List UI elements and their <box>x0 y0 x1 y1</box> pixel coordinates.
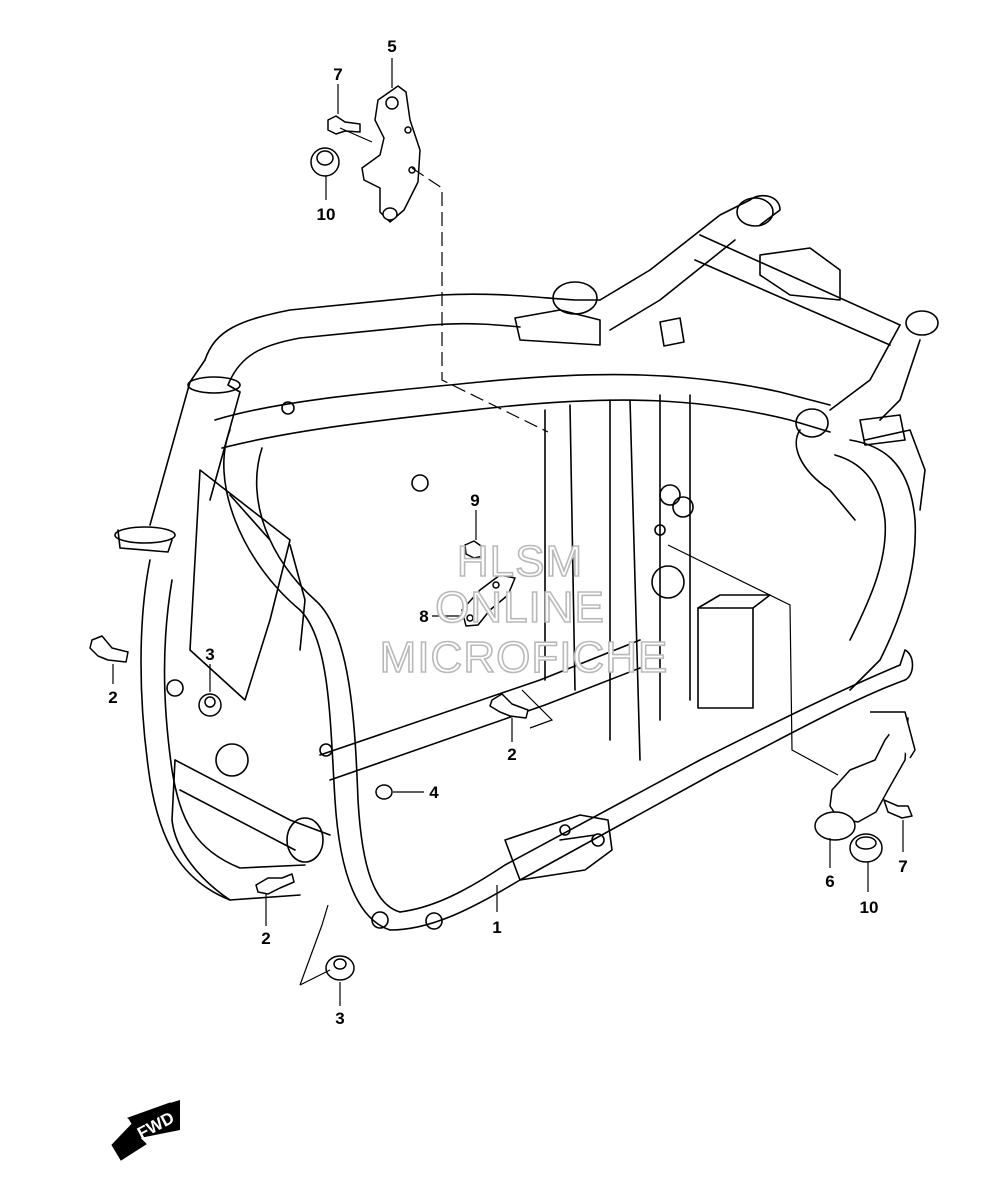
callout-2-bottom: 2 <box>261 929 270 948</box>
callout-2-left: 2 <box>108 688 117 707</box>
callout-7-top: 7 <box>333 65 342 84</box>
callout-5: 5 <box>387 37 396 56</box>
forward-direction-arrow: FWD <box>111 1100 180 1161</box>
bolt-part-7-top <box>327 115 361 135</box>
bolt-part-9 <box>464 540 485 559</box>
bracket-part-8 <box>461 574 516 627</box>
watermark-line-2: ONLINE <box>435 583 605 632</box>
frame-assembly <box>114 194 939 931</box>
callout-6: 6 <box>825 872 834 891</box>
grommet-part-10-top <box>310 147 340 177</box>
nut-part-3-upper <box>198 693 222 717</box>
bolt-part-2-left <box>89 635 129 663</box>
callout-2-middle: 2 <box>507 745 516 764</box>
callout-10-right: 10 <box>860 898 879 917</box>
callout-1: 1 <box>492 918 501 937</box>
bracket-part-6 <box>814 711 916 841</box>
callout-10-top: 10 <box>317 205 336 224</box>
nut-part-3-lower <box>325 955 355 981</box>
callout-7-right: 7 <box>898 857 907 876</box>
watermark: HLSM ONLINE MICROFICHE <box>379 536 669 683</box>
callout-9: 9 <box>470 491 479 510</box>
callout-labels: 5 7 10 2 3 2 4 2 3 1 9 8 6 7 10 <box>108 37 907 1028</box>
bracket-part-5 <box>361 85 421 223</box>
bolt-part-7-right <box>883 799 913 819</box>
watermark-line-1: HLSM <box>457 537 583 586</box>
callout-3-upper: 3 <box>205 645 214 664</box>
callout-4: 4 <box>429 783 439 802</box>
leader-lines <box>112 58 904 1006</box>
callout-8: 8 <box>419 607 428 626</box>
plug-part-4 <box>375 784 393 800</box>
bolt-part-2-middle <box>489 693 529 719</box>
grommet-part-10-right <box>849 833 883 863</box>
callout-3-lower: 3 <box>335 1009 344 1028</box>
bolt-part-2-bottom <box>255 873 295 895</box>
watermark-line-3: MICROFICHE <box>380 633 669 682</box>
